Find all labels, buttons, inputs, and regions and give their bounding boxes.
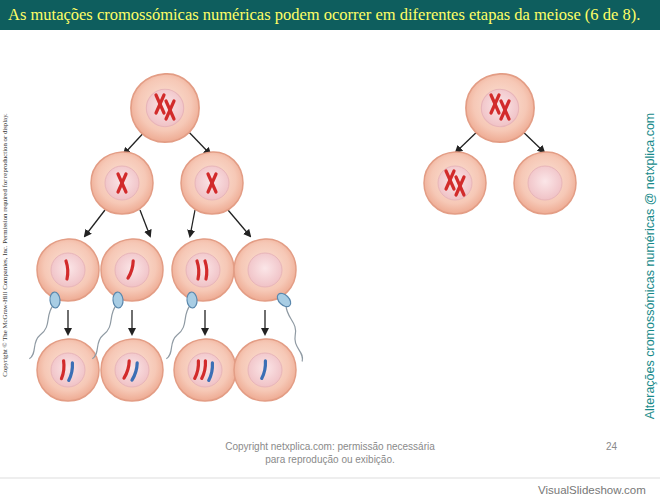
side-watermark: Alterações cromossómicas numéricas @ net… <box>643 93 659 439</box>
copyright-note: Copyright © The McGraw-Hill Companies, I… <box>1 95 11 395</box>
page-number: 24 <box>606 441 617 452</box>
site-watermark: VisualSlideshow.com <box>538 484 646 496</box>
footer-note: Copyright netxplica.com: permissão neces… <box>225 440 435 466</box>
slide-title: As mutações cromossómicas numéricas pode… <box>8 5 640 25</box>
